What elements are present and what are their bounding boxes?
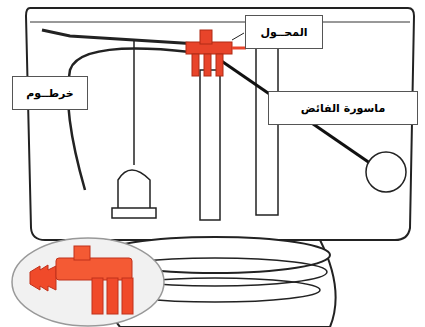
adapter-part xyxy=(186,30,246,76)
label-box: ماسورة الفائض xyxy=(268,91,418,125)
flush-valve-seat xyxy=(112,208,156,218)
part-label: ماسورة الفائض xyxy=(301,102,385,115)
overflow-pipe xyxy=(256,45,278,215)
lift-chain xyxy=(133,40,135,165)
part-label: المحــول xyxy=(260,26,307,39)
label-box: المحــول xyxy=(245,15,323,49)
flapper xyxy=(118,170,150,210)
tank-rim xyxy=(30,22,410,23)
leader-line xyxy=(232,33,244,40)
zoom-circle xyxy=(12,238,164,326)
float-ball xyxy=(366,152,406,192)
label-box: خرطــوم xyxy=(12,76,88,110)
flush-arm xyxy=(42,30,230,46)
hose xyxy=(68,49,190,190)
part-label: خرطــوم xyxy=(26,87,74,100)
adapter-zoom xyxy=(30,246,133,314)
fill-valve xyxy=(200,70,220,220)
